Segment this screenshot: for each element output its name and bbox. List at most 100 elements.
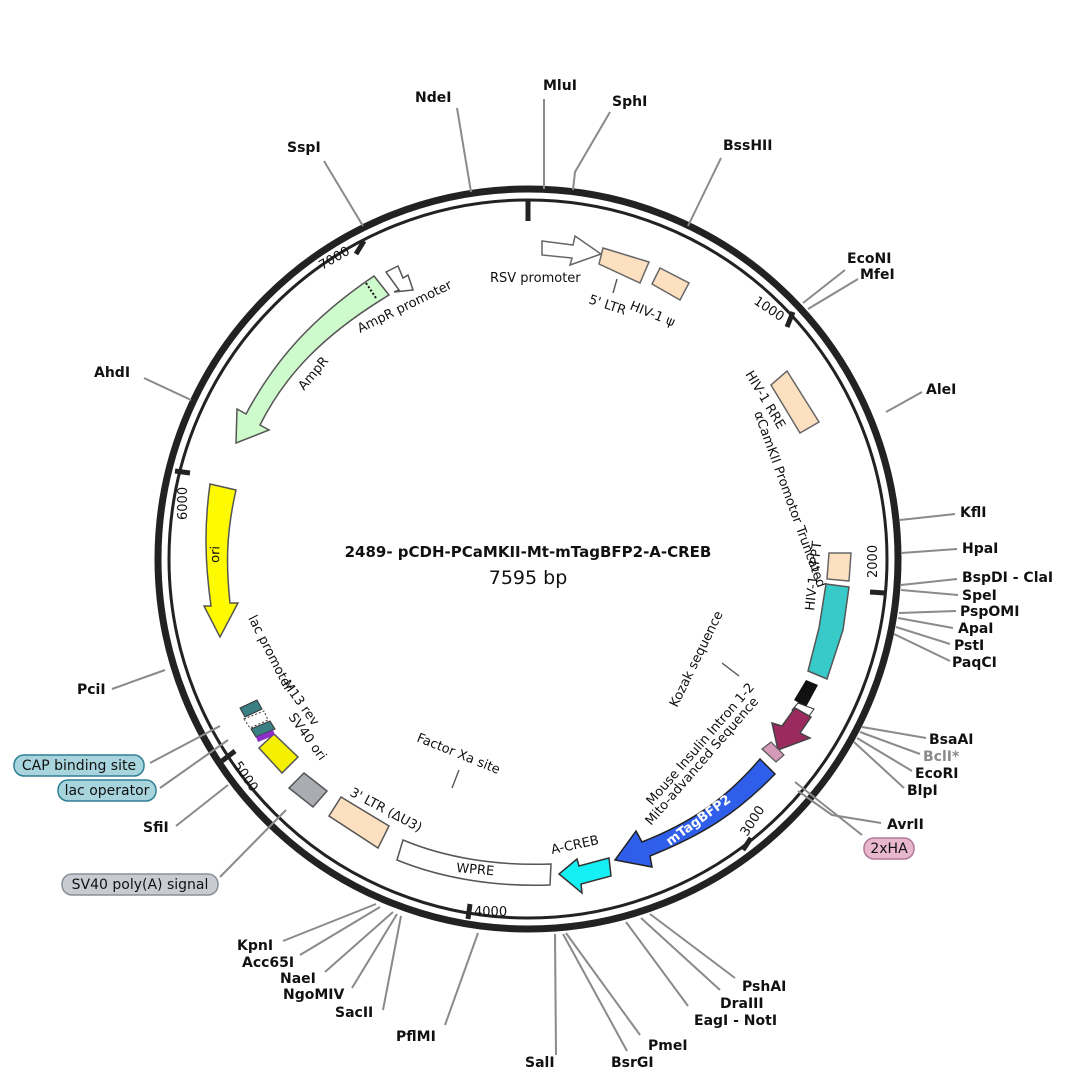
site-draiii: DraIII	[720, 996, 764, 1012]
site-ahdi: AhdI	[94, 365, 130, 381]
ori-arrow	[202, 483, 240, 639]
plasmid-size: 7595 bp	[489, 567, 568, 589]
site-pmei: PmeI	[648, 1038, 688, 1054]
site-bsrgi: BsrGI	[611, 1055, 654, 1071]
acreb-label: A-CREB	[550, 833, 601, 858]
site-mfei: MfeI	[860, 267, 895, 283]
cppt-box	[826, 552, 852, 582]
site-ndei: NdeI	[415, 90, 451, 106]
bspdi-leader	[900, 578, 958, 586]
paqci-leader	[893, 633, 951, 662]
pspomi-leader	[898, 610, 957, 614]
site-acc65i: Acc65I	[242, 955, 294, 971]
site-bsshii: BssHII	[723, 138, 772, 154]
site-paqci: PaqCI	[952, 655, 997, 671]
tag-cap-label: CAP binding site	[22, 758, 136, 774]
site-psti: PstI	[954, 638, 984, 654]
site-eagi: EagI - NotI	[694, 1013, 777, 1029]
econi-leader	[802, 269, 846, 304]
site-sali: SalI	[525, 1055, 555, 1071]
sphi-leader	[572, 111, 611, 191]
tick-mark-6000	[174, 468, 191, 476]
tick-mark-5000	[220, 749, 237, 763]
bsaai-leader	[861, 726, 927, 739]
ha-leader	[794, 781, 863, 836]
mfei-leader	[807, 278, 859, 310]
site-kfli: KflI	[960, 505, 986, 521]
site-ecori: EcoRI	[915, 766, 958, 782]
ltr5-label: 5' LTR	[587, 293, 628, 319]
lac-block	[239, 699, 276, 742]
plasmid-name: 2489- pCDH-PCaMKII-Mt-mTagBFP2-A-CREB	[345, 543, 712, 561]
spei-leader	[900, 589, 959, 596]
ampr-dotted-marker	[365, 282, 377, 299]
ampr-arrow	[235, 274, 391, 445]
bsshii-leader	[687, 157, 722, 227]
acreb-arrow	[557, 857, 612, 895]
tag-cap-binding-site: CAP binding site	[13, 754, 145, 777]
ori-label: ori	[208, 546, 224, 563]
site-apai: ApaI	[958, 621, 994, 637]
site-pspomi: PspOMI	[960, 604, 1019, 620]
kozak-label: Kozak sequence	[667, 609, 726, 710]
tick-mark-1000	[784, 311, 796, 328]
tag-ha-label: 2xHA	[870, 841, 908, 857]
cppt-label: HIV-1 cPPT	[803, 541, 825, 612]
mito-arrow	[770, 707, 813, 752]
tick-label-3000: 3000	[738, 803, 769, 839]
site-sfii: SfiI	[143, 820, 169, 836]
factorxa-marker	[451, 769, 460, 789]
site-sspi: SspI	[287, 140, 321, 156]
pcii-leader	[111, 669, 166, 690]
site-sacii: SacII	[335, 1005, 373, 1021]
mtagbfp2-arrow	[613, 757, 777, 868]
site-pshai: PshAI	[742, 979, 786, 995]
site-naei: NaeI	[280, 971, 316, 987]
sacii-leader	[382, 915, 402, 1011]
site-alei: AleI	[926, 382, 956, 398]
apai-leader	[897, 617, 954, 629]
site-spei: SpeI	[962, 588, 997, 604]
ltr5-box	[598, 247, 651, 285]
site-bsaai: BsaAI	[929, 732, 974, 748]
site-bspdi: BspDI - ClaI	[962, 570, 1053, 586]
ngomiv-leader	[351, 913, 398, 989]
site-avrii: AvrII	[887, 817, 924, 833]
rsv-promoter-label: RSV promoter	[490, 271, 581, 286]
ltr3-box	[327, 795, 390, 850]
tick-mark-2000	[869, 589, 886, 596]
site-pflmi: PflMI	[396, 1029, 436, 1045]
lacprom-label: lac promoter	[244, 613, 295, 695]
ha-marker	[761, 741, 785, 763]
pmei-leader	[565, 932, 641, 1036]
lacop-leader	[159, 739, 229, 789]
sv40-grey-box	[287, 772, 329, 809]
site-leaders	[111, 99, 959, 1056]
kpni-leader	[282, 903, 377, 942]
kfli-leader	[899, 513, 956, 521]
wpre-box	[396, 838, 552, 887]
cap-leader	[149, 725, 221, 764]
sv40pa-leader	[219, 809, 287, 878]
site-blpi: BlpI	[907, 783, 938, 799]
kozak-black-segment	[794, 680, 818, 707]
tick-mark-4000	[465, 903, 473, 920]
tag-2xha: 2xHA	[863, 837, 915, 860]
hiv-psi-box	[651, 266, 691, 302]
site-hpai: HpaI	[962, 541, 998, 557]
rsv-promoter-arrow	[541, 234, 603, 267]
site-sphi: SphI	[612, 94, 647, 110]
rre-box	[770, 369, 821, 435]
cppt-teal-block	[807, 583, 850, 681]
tick-mark-7000	[353, 239, 367, 256]
tick-label-2000: 2000	[866, 545, 881, 578]
bsrgi-leader	[562, 933, 628, 1052]
sv40-ori-box	[257, 732, 300, 775]
bcli-leader	[859, 731, 921, 755]
avrii-leader	[797, 790, 882, 824]
site-pcii: PciI	[77, 682, 106, 698]
psti-leader	[895, 626, 951, 645]
site-econi: EcoNI	[847, 251, 891, 267]
tick-mark-3000	[740, 836, 754, 852]
